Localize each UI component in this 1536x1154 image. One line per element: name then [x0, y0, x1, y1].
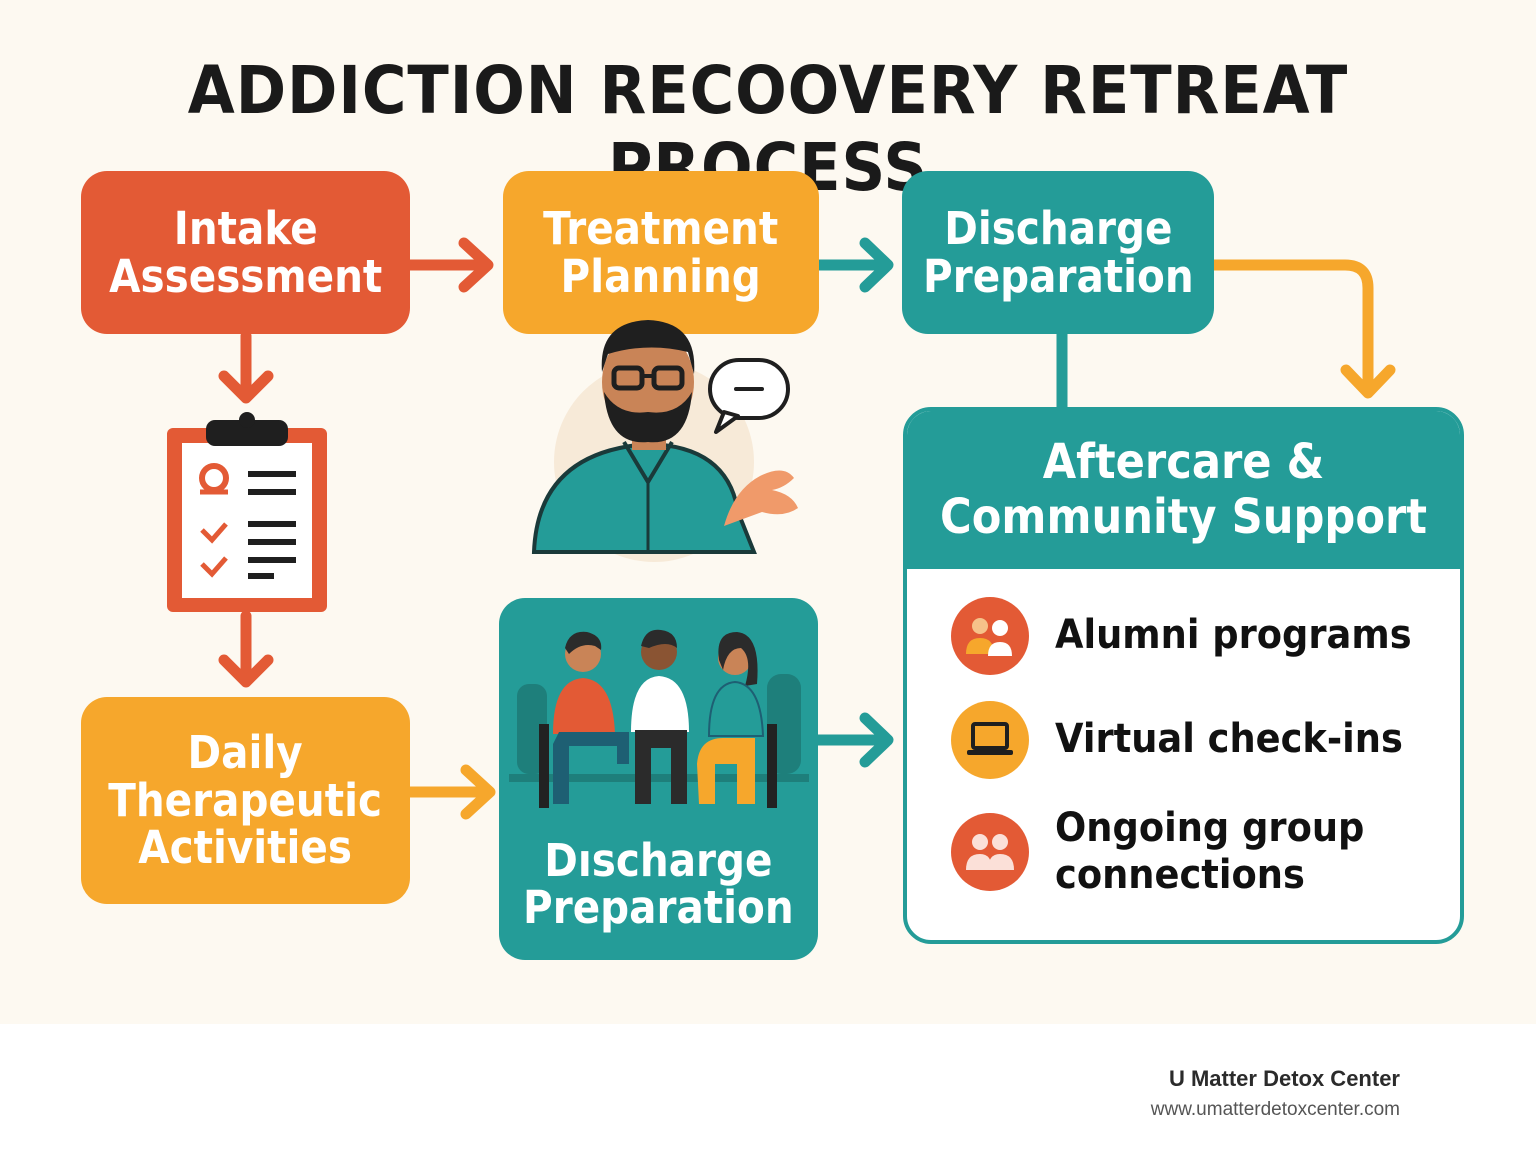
arrow-clipboard-down [218, 610, 274, 688]
footer-website-link[interactable]: www.umatterdetoxcenter.com [1150, 1099, 1400, 1120]
step-label: Activities [138, 821, 353, 875]
person-left [539, 631, 629, 808]
step-label: Preparation [523, 881, 794, 935]
arrow-intake-down [218, 330, 274, 404]
counselor-illustration [531, 320, 798, 562]
step-label: Therapeutic [108, 773, 383, 827]
step-label: Intake [173, 201, 318, 255]
arrow-treatment-to-discharge [812, 237, 894, 293]
step-label: Dıscharge [544, 833, 773, 887]
footer-company-name: U Matter Detox Center [1168, 1066, 1400, 1091]
step-label: Preparation [922, 249, 1194, 303]
infographic-canvas: ADDICTION RECOOVERY RETREAT PROCESS Inta… [0, 0, 1536, 1024]
arrow-daily-to-discharge [404, 764, 496, 820]
group-icon [951, 813, 1029, 892]
aftercare-item-label: Ongoing group connections [1055, 805, 1364, 899]
laptop-icon [951, 701, 1029, 779]
person-middle [631, 629, 689, 804]
step-label: Daily [187, 725, 304, 779]
step-label: Planning [560, 249, 762, 303]
step-label: Assessment [108, 249, 383, 303]
arrow-discharge-to-aftercare-bottom [812, 712, 894, 768]
aftercare-title-line2: Community Support [940, 489, 1427, 545]
aftercare-item-label-line1: Ongoing group [1055, 805, 1365, 851]
group-therapy-illustration [509, 629, 809, 808]
arrow-intake-to-treatment [404, 237, 494, 293]
person-right [697, 632, 777, 808]
aftercare-item-group: Ongoing group connections [951, 805, 1391, 899]
step-label: Discharge [943, 201, 1173, 255]
clipboard-checklist-icon [167, 412, 327, 612]
page-title: ADDICTION RECOOVERY RETREAT PROCESS [187, 52, 1349, 206]
aftercare-item-label: Virtual check-ins [1055, 716, 1403, 763]
flow-connectors [218, 237, 1396, 820]
aftercare-item-virtual: Virtual check-ins [951, 701, 1433, 779]
arrow-discharge-to-aftercare [1208, 259, 1396, 399]
aftercare-item-label-line2: connections [1055, 852, 1305, 899]
aftercare-item-label: Alumni programs [1055, 612, 1412, 659]
aftercare-title-line1: Aftercare & [1042, 433, 1325, 490]
people-icon [951, 597, 1029, 675]
step-label: Treatment [543, 201, 779, 255]
aftercare-item-alumni: Alumni programs [951, 597, 1443, 675]
aftercare-header: Aftercare &Community Support [907, 411, 1460, 569]
aftercare-panel: Aftercare &Community Support Alumni prog… [903, 407, 1464, 944]
